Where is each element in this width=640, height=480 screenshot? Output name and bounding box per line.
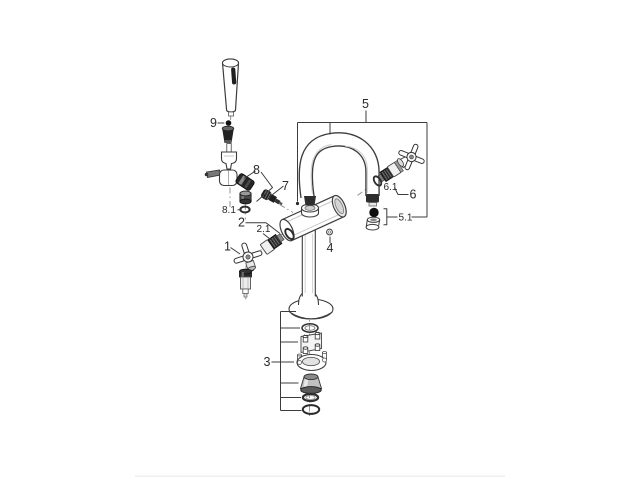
- callout-2-1-label: 2.1: [257, 224, 271, 235]
- base-oval-flange: [296, 351, 327, 372]
- spout-mount-collar: [300, 203, 320, 218]
- seal-ring: [301, 392, 320, 403]
- callout-4-label: 4: [327, 241, 334, 255]
- right-cross-handle: [398, 143, 425, 171]
- bottom-edge-shadow: [135, 475, 505, 477]
- right-cartridge-o-ring: [372, 175, 383, 187]
- union-nut: [239, 190, 252, 205]
- callout-6-1-label: 6.1: [384, 182, 398, 193]
- cone-seal: [299, 373, 323, 394]
- shower-holder-clip: [220, 151, 238, 170]
- standpipe: [301, 228, 316, 297]
- hand-shower: [221, 58, 240, 117]
- callout-1-label: 1: [224, 240, 231, 254]
- spout-shank: [304, 196, 316, 206]
- callout-3-label: 3: [264, 355, 271, 369]
- left-cartridge-o-ring: [284, 227, 295, 241]
- set-screw: [326, 228, 333, 236]
- callout-5-1-label: 5.1: [399, 213, 413, 224]
- check-ball: [369, 207, 379, 218]
- callout-8-1-label: 8.1: [222, 205, 236, 216]
- spout: [298, 132, 380, 207]
- callout-5-label: 5: [362, 97, 369, 111]
- shower-hose-connector: [221, 125, 235, 153]
- mounting-bolts: [302, 331, 321, 354]
- callout-5-arrow-dot: [295, 201, 300, 206]
- faucet-body: [279, 194, 347, 242]
- diverter-knob: [261, 189, 283, 206]
- callout-2-label: 2: [238, 216, 245, 230]
- callout-8-label: 8: [253, 163, 260, 177]
- spout-outlet: [366, 194, 379, 203]
- base-o-ring: [301, 404, 321, 415]
- left-cross-handle: [233, 242, 263, 272]
- callout-7-label: 7: [282, 179, 289, 193]
- shower-holder-clamp: [204, 169, 238, 187]
- callout-9-label: 9: [210, 116, 217, 130]
- holder-seal-ring: [239, 205, 251, 214]
- left-shutoff-cartridge: [239, 268, 252, 298]
- mousseur: [365, 216, 381, 231]
- callout-lines: [217, 110, 428, 411]
- right-cartridge: [377, 160, 404, 183]
- shower-washer: [225, 120, 232, 126]
- holder-cone-connector: [235, 173, 255, 191]
- escutcheon-o-ring: [301, 323, 319, 333]
- callout-6-label: 6: [410, 188, 417, 202]
- left-cartridge: [260, 233, 285, 255]
